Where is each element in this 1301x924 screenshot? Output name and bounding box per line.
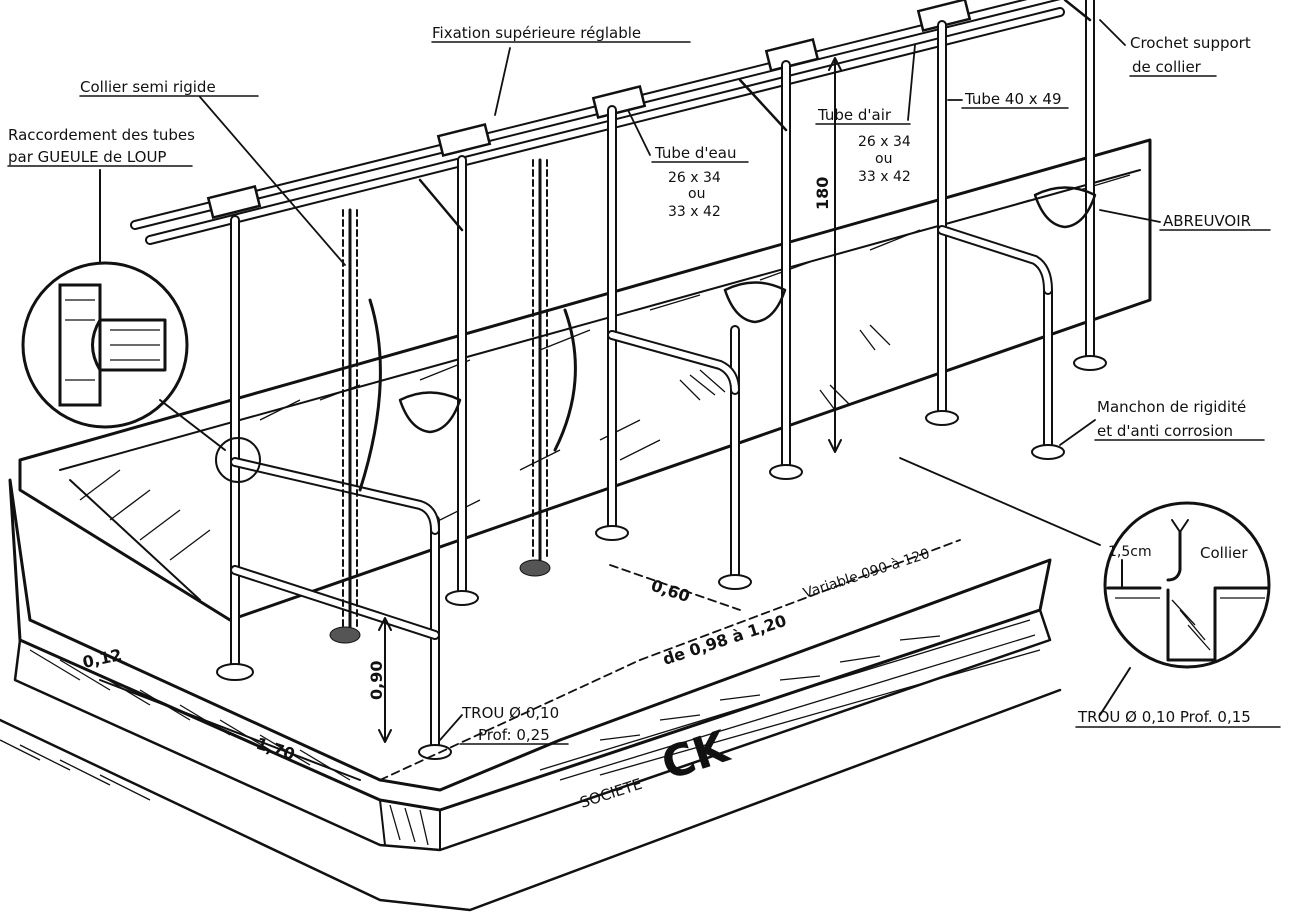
label-tube-air-dim1: 26 x 34: [858, 134, 911, 150]
dimension-lines: [99, 57, 961, 781]
top-rails: [130, 0, 1065, 245]
label-abreuvoir: ABREUVOIR: [1163, 212, 1251, 230]
abreuvoirs: [398, 186, 1097, 434]
label-trou-front-1: TROU Ø 0,10: [461, 704, 559, 722]
dim-012: 0,12: [81, 645, 124, 672]
concrete-slab: [0, 478, 1062, 912]
label-tube-eau-ou: ou: [688, 186, 705, 202]
label-tube-air: Tube d'air: [817, 106, 892, 124]
label-crochet-1: Crochet support: [1130, 34, 1251, 52]
dim-variable: Variable 090 à 120: [801, 546, 932, 602]
label-tube-40: Tube 40 x 49: [964, 90, 1062, 108]
detail-collier: [1099, 501, 1271, 716]
label-manchon-1: Manchon de rigidité: [1097, 398, 1246, 416]
chains: [329, 158, 577, 644]
label-collier: Collier: [1200, 544, 1248, 562]
label-fixation: Fixation supérieure réglable: [432, 24, 641, 42]
label-tube-air-dim2: 33 x 42: [858, 169, 911, 185]
label-raccordement-1: Raccordement des tubes: [8, 126, 195, 144]
label-societe: SOCIETE: [578, 775, 645, 812]
label-crochet-2: de collier: [1132, 58, 1202, 76]
label-tube-air-ou: ou: [875, 151, 892, 167]
dim-098: de 0,98 à 1,20: [660, 611, 788, 669]
label-trou-front-2: Prof: 0,25: [478, 726, 550, 744]
leader-lines: [199, 19, 1161, 741]
label-tube-eau-dim2: 33 x 42: [668, 204, 721, 220]
label-manchon-2: et d'anti corrosion: [1097, 422, 1233, 440]
label-tube-eau-dim1: 26 x 34: [668, 170, 721, 186]
label-1-5cm: 1,5cm: [1108, 544, 1152, 560]
bent-rails: [230, 0, 1092, 640]
label-collier-semi-rigide: Collier semi rigide: [80, 78, 216, 96]
dim-090: 0,90: [367, 661, 386, 700]
label-raccordement-2: par GUEULE de LOUP: [8, 148, 166, 166]
dim-180: 180: [813, 177, 832, 210]
label-trou-right: TROU Ø 0,10 Prof. 0,15: [1077, 708, 1251, 726]
label-tube-eau: Tube d'eau: [654, 144, 736, 162]
dim-060: 0,60: [649, 576, 692, 606]
detail-gueule-de-loup: [21, 169, 261, 483]
